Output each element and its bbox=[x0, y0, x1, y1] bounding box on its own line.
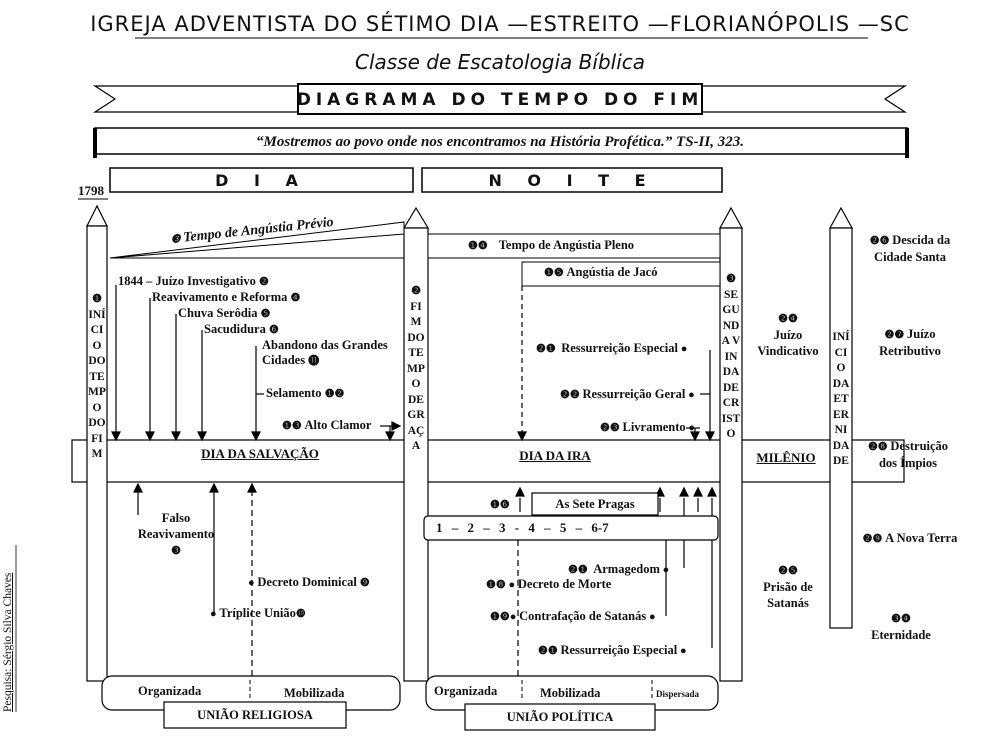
event-new-earth: ❷❾ A Nova Terra bbox=[862, 531, 958, 545]
band-wrath: DIA DA IRA bbox=[519, 448, 591, 463]
event-general-resurrection: ❷❷ Ressurreição Geral ● bbox=[560, 387, 695, 401]
plague-numbers: 1 – 2 – 3 - 4 – 5 – 6-7 bbox=[436, 520, 609, 535]
event-revival: Reavivamento e Reforma ❹ bbox=[152, 290, 301, 304]
quote: “Mostremos ao povo onde nos encontramos … bbox=[256, 134, 744, 150]
credit-text: Pesquisa: Sérgio Silva Chaves bbox=[2, 572, 14, 712]
event-death-decree: ❶❽ ● Decreto de Morte bbox=[486, 577, 612, 591]
bottom-dispersed: Dispersada bbox=[656, 689, 700, 699]
event-sealing: Selamento ❶❷ bbox=[266, 386, 345, 400]
event-sunday-decree: ● Decreto Dominical ❾ bbox=[248, 575, 370, 589]
event-loud-cry: ❶❸ Alto Clamor bbox=[282, 418, 372, 432]
event-city-descent: ❷❻ Descida da Cidade Santa bbox=[869, 233, 951, 264]
political-union: UNIÃO POLÍTICA bbox=[506, 710, 614, 724]
event-special-resurrection-bottom: ❷❶ Ressurreição Especial ● bbox=[538, 643, 687, 657]
event-latter-rain: Chuva Serôdia ❺ bbox=[178, 306, 271, 320]
section-day: D I A bbox=[215, 171, 308, 190]
event-armageddon: ❷❶ Armagedom ● bbox=[568, 562, 670, 576]
event-special-resurrection-top: ❷❶ Ressurreição Especial ● bbox=[536, 341, 688, 355]
diagram-title: DIAGRAMA DO TEMPO DO FIM bbox=[296, 90, 704, 110]
column-start-eternity: INÍCIO DA ETERNIDADE bbox=[832, 331, 850, 467]
band-millennium: MILÊNIO bbox=[756, 450, 816, 465]
band-salvation: DIA DA SALVAÇÃO bbox=[201, 446, 319, 461]
religious-union: UNIÃO RELIGIOSA bbox=[197, 708, 313, 722]
class-title: Classe de Escatologia Bíblica bbox=[354, 50, 646, 74]
event-destruction: ❷❽ Destruição dos Ímpios bbox=[867, 439, 949, 470]
bottom-organized-1: Organizada bbox=[138, 684, 202, 698]
bottom-mobilized-1: Mobilizada bbox=[284, 686, 345, 700]
bottom-organized-2: Organizada bbox=[434, 684, 498, 698]
bottom-mobilized-2: Mobilizada bbox=[540, 686, 601, 700]
event-leaving-cities: Abandono das Grandes Cidades ⓫ bbox=[262, 338, 388, 367]
event-shaking: Sacudidura ❻ bbox=[204, 322, 279, 336]
year-label: 1798 bbox=[78, 183, 104, 198]
event-seven-plagues: As Sete Pragas bbox=[555, 497, 635, 511]
event-full-trouble: ❶❹ Tempo de Angústia Pleno bbox=[468, 238, 635, 252]
section-night: N O I T E bbox=[488, 171, 656, 190]
event-triple-union: ● Tríplice União❿ bbox=[210, 606, 306, 620]
event-satan-counterfeit: ❶❾● Contrafação de Satanás ● bbox=[490, 609, 656, 623]
event-deliverance: ❷❸ Livramento ● bbox=[600, 420, 696, 434]
event-jacobs-trouble: ❶❺ Angústia de Jacó bbox=[544, 265, 658, 279]
plagues-index: ❶❻ bbox=[490, 499, 510, 511]
church-title: IGREJA ADVENTISTA DO SÉTIMO DIA —ESTREIT… bbox=[90, 12, 910, 36]
event-retributive-judgment: ❷❼ Juízo Retributivo bbox=[879, 327, 941, 358]
event-judgment: 1844 – Juízo Investigativo ❷ bbox=[118, 274, 269, 288]
